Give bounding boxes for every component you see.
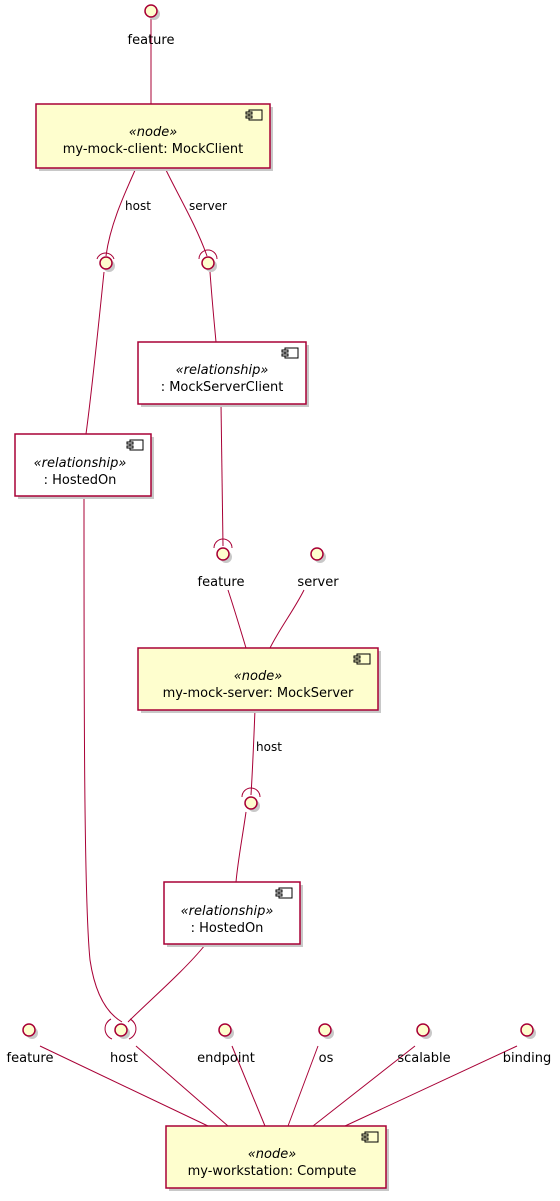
edge-ws-scalable (312, 1045, 416, 1127)
relationship-stereotype: «relationship» (34, 456, 127, 471)
interface-circle-ws-os (318, 1023, 332, 1037)
relationship-stereotype: «relationship» (181, 904, 274, 919)
interface-label-server-server: server (297, 575, 339, 590)
relationship-title: : HostedOn (44, 473, 117, 488)
interface-circle-server-feature (216, 547, 230, 561)
edge-server-host (250, 708, 256, 796)
interface-circle-server-host (244, 796, 258, 810)
node-stereotype: «node» (234, 669, 283, 684)
node-my-mock-client[interactable]: «node» my-mock-client: MockClient (35, 103, 273, 171)
component-icon (353, 653, 371, 665)
interface-circle-ws-endpoint (218, 1023, 232, 1037)
edge-client-server (164, 167, 208, 257)
node-title: my-mock-client: MockClient (63, 142, 244, 157)
interface-label-ws-host: host (110, 1051, 138, 1066)
node-title: my-workstation: Compute (188, 1164, 357, 1179)
required-arcs (96, 249, 261, 1040)
edge-label-client-server: server (189, 199, 227, 213)
interfaces (22, 4, 536, 1039)
arc-client-host (96, 252, 115, 260)
edge-serverclient-to-feature (220, 403, 224, 547)
node-stereotype: «node» (129, 125, 178, 140)
arc-client-server (198, 249, 218, 260)
interface-circle-ws-host (114, 1023, 128, 1037)
edge-ws-endpoint (231, 1045, 266, 1127)
interface-circle-ws-feature (22, 1023, 36, 1037)
edge-hostedon1-to-ws-host (83, 496, 123, 1023)
component-icon (126, 439, 144, 451)
relationship-hosted-on-2[interactable]: «relationship» : HostedOn (163, 881, 303, 947)
edge-host-iface-to-hostedon1 (85, 271, 105, 435)
edge-hostedon2-to-ws-host (127, 944, 206, 1023)
arc-ws-host-right (128, 1018, 137, 1040)
component-icon (361, 1131, 379, 1143)
node-my-mock-server[interactable]: «node» my-mock-server: MockServer (137, 647, 381, 713)
interface-label-ws-endpoint: endpoint (197, 1051, 255, 1066)
interface-label-ws-feature: feature (7, 1051, 54, 1066)
edges (39, 17, 518, 1127)
interface-label-ws-scalable: scalable (397, 1051, 450, 1066)
relationship-title: : HostedOn (191, 921, 264, 936)
component-icon (245, 109, 263, 121)
node-my-workstation[interactable]: «node» my-workstation: Compute (165, 1125, 389, 1191)
interface-circle-server-server (310, 547, 324, 561)
edge-host-iface-to-hostedon2 (235, 811, 247, 883)
edge-ws-binding (344, 1045, 518, 1127)
edge-server-iface-to-serverclient (209, 271, 217, 343)
interface-circle-client-host (99, 256, 113, 270)
component-icon (275, 887, 293, 899)
relationship-stereotype: «relationship» (176, 363, 269, 378)
edge-server-feature (227, 589, 247, 649)
arc-serverclient-feature (213, 538, 233, 549)
interface-label-client-feature: feature (128, 33, 175, 48)
interface-label-ws-binding: binding (503, 1051, 551, 1066)
relationship-hosted-on-1[interactable]: «relationship» : HostedOn (14, 433, 154, 499)
edge-server-server (269, 589, 305, 649)
node-stereotype: «node» (248, 1147, 297, 1162)
interface-circle-ws-scalable (416, 1023, 430, 1037)
relationship-mock-server-client[interactable]: «relationship» : MockServerClient (137, 341, 309, 407)
component-icon (281, 347, 299, 359)
edge-ws-feature (39, 1045, 209, 1127)
edge-label-server-host: host (256, 740, 282, 754)
edge-ws-os (287, 1045, 319, 1127)
relationship-title: : MockServerClient (161, 380, 284, 395)
arc-server-host (241, 787, 261, 798)
interface-label-ws-os: os (319, 1051, 334, 1066)
edge-label-client-host: host (125, 199, 151, 213)
edge-ws-host (135, 1045, 229, 1127)
interface-label-server-feature: feature (198, 575, 245, 590)
interface-circle-client-feature (144, 4, 158, 18)
interface-circle-ws-binding (520, 1023, 534, 1037)
edge-client-host (105, 167, 137, 257)
node-title: my-mock-server: MockServer (163, 686, 354, 701)
arc-ws-host-left (104, 1018, 113, 1040)
interface-circle-client-server (201, 256, 215, 270)
